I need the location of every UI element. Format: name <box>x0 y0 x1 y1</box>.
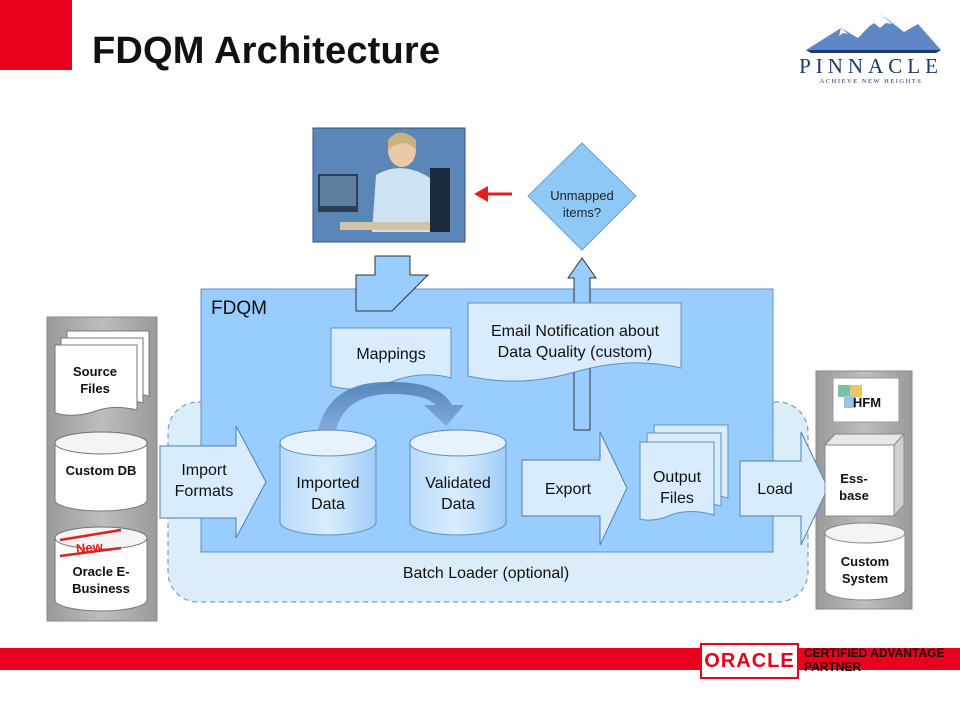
essbase-label: Ess-base <box>839 471 869 503</box>
logo-wordmark: PINNACLE <box>799 54 943 78</box>
unmapped-decision-diamond <box>527 142 637 251</box>
oracle-logo-text: ORACLE <box>704 649 795 672</box>
validated-data-label: Validated Data <box>425 475 491 513</box>
oracle-logo: ORACLE <box>700 643 799 679</box>
imported-data-label: Imported Data <box>296 475 360 513</box>
red-arrow-head <box>474 186 488 202</box>
partner-badge: CERTIFIED ADVANTAGE PARTNER <box>804 646 944 674</box>
fdqm-label: FDQM <box>211 298 267 319</box>
new-badge: New <box>75 538 104 557</box>
logo-tagline: ACHIEVE NEW HEIGHTS <box>819 78 923 85</box>
mappings-label: Mappings <box>356 346 426 363</box>
red-accent-square <box>0 0 72 70</box>
mapping-curved-arrow <box>318 381 464 430</box>
email-notification-document <box>467 302 682 382</box>
load-arrow <box>739 431 829 546</box>
import-formats-label: Import Formats <box>174 462 234 500</box>
source-files-label: Source Files <box>72 364 118 396</box>
hfm-label: HFM <box>852 395 882 410</box>
certified-advantage-text: CERTIFIED ADVANTAGE <box>804 646 945 660</box>
load-label: Load <box>757 481 793 498</box>
oracle-ebs-label: Oracle E-Business <box>72 564 130 596</box>
custom-system-label: Custom System <box>840 554 890 586</box>
email-notification-label: Email Notification about Data Quality (c… <box>490 323 660 361</box>
output-files-document <box>639 441 715 521</box>
export-arrow <box>521 431 628 546</box>
essbase-box <box>824 444 895 517</box>
output-files-label: Output Files <box>652 469 702 507</box>
source-files-document <box>54 344 138 416</box>
unmapped-items-label: Unmapped items? <box>550 188 614 220</box>
partner-text: PARTNER <box>804 660 862 674</box>
pinnacle-mountain-logo <box>806 14 941 53</box>
page-title: FDQM Architecture <box>92 30 441 72</box>
export-label: Export <box>544 481 592 498</box>
import-formats-arrow <box>159 425 267 539</box>
batch-loader-label: Batch Loader (optional) <box>402 565 570 582</box>
down-arrow-to-fdqm <box>355 255 430 312</box>
custom-db-label: Custom DB <box>65 463 137 478</box>
